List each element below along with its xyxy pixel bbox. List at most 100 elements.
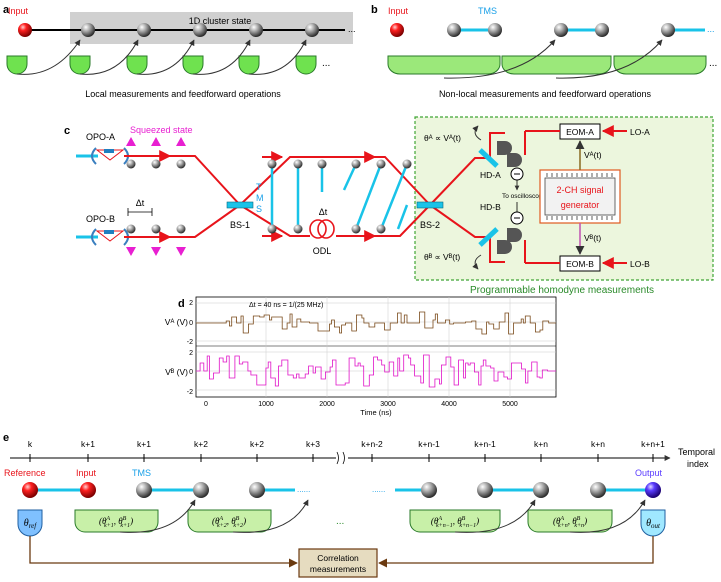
xticks: 0 1000 2000 3000 4000 5000	[204, 401, 518, 408]
panel-a-caption: Local measurements and feedforward opera…	[85, 89, 281, 99]
cluster-mode	[137, 23, 151, 37]
hd-b-beamsplitter	[478, 227, 499, 247]
svg-text:0: 0	[189, 320, 193, 327]
photodetectors	[497, 141, 522, 254]
detector-ellipsis-b: ...	[709, 58, 717, 69]
panel-a: a Input 1D cluster state ... ...	[3, 4, 356, 99]
input-mode-a	[18, 23, 32, 37]
tms-vertical-label: T M S	[256, 182, 264, 214]
axis-ticks	[29, 454, 654, 462]
svg-text:k+n-1: k+n-1	[418, 439, 440, 449]
detector-icon	[126, 55, 148, 75]
correlation-box	[298, 548, 378, 578]
local-detectors	[6, 55, 317, 75]
cluster-ellipsis: ...	[348, 24, 356, 34]
panel-d: d Δt = 40 ns = 1/(25 MHz) Vᴬ (V) Vᴮ (V) …	[165, 296, 557, 417]
cluster-mode	[193, 23, 207, 37]
correlation-label-1: Correlation	[317, 553, 359, 563]
chip-pins	[546, 173, 613, 220]
ylabel-vb: Vᴮ (V)	[165, 367, 188, 377]
theta-out-detector	[640, 509, 666, 537]
cluster-state-label: 1D cluster state	[189, 16, 252, 26]
detector-icon	[69, 55, 91, 75]
theta-b-label: θᴮ ∝ Vᴮ(t)	[424, 252, 460, 262]
bs2-label: BS-2	[420, 220, 440, 230]
squeezed-state-label: Squeezed state	[130, 125, 193, 135]
detector-icon	[613, 55, 707, 75]
svg-text:S: S	[256, 204, 262, 214]
odl-label: ODL	[313, 246, 332, 256]
generator-label-1: 2-CH signal	[556, 185, 603, 195]
delta-t-note: Δt = 40 ns = 1/(25 MHz)	[249, 302, 323, 309]
detector-icon	[6, 55, 28, 75]
dots-right: ......	[372, 485, 385, 494]
bs1-label: BS-1	[230, 220, 250, 230]
bs1-icon	[226, 201, 254, 209]
detector-icon	[182, 55, 204, 75]
output-mode	[645, 482, 661, 498]
svg-text:k+1: k+1	[81, 439, 95, 449]
dots-mid: ...	[336, 516, 344, 527]
theta-ref-detector	[17, 509, 43, 537]
hd-b-label: HD-B	[480, 202, 501, 212]
svg-text:0: 0	[204, 401, 208, 408]
svg-text:0: 0	[189, 369, 193, 376]
theta-a-label: θᴬ ∝ Vᴬ(t)	[424, 133, 461, 143]
input-modes-c	[126, 159, 186, 234]
tms-label-e: TMS	[132, 468, 151, 478]
measurement-boxes	[74, 509, 613, 533]
svg-text:k: k	[28, 439, 33, 449]
photodiode-icon	[497, 141, 512, 155]
opo-b-label: OPO-B	[86, 214, 115, 224]
svg-text:k+n-2: k+n-2	[361, 439, 383, 449]
feedforward-arrows-e	[119, 499, 646, 533]
mode-e	[193, 482, 209, 498]
cluster-mode	[81, 23, 95, 37]
svg-text:M: M	[256, 193, 264, 203]
mode-e	[590, 482, 606, 498]
panel-d-letter: d	[178, 298, 185, 310]
detector-icon	[295, 55, 317, 75]
cluster-mode	[305, 23, 319, 37]
odl-coil	[309, 219, 335, 239]
plot-frame	[195, 296, 557, 398]
hd-a-label: HD-A	[480, 170, 501, 180]
measurement-box	[187, 509, 272, 533]
output-label: Output	[635, 468, 663, 478]
opo-b-icon	[76, 228, 129, 246]
detector-icon	[387, 55, 501, 75]
rotation-arrow-b	[472, 254, 482, 270]
nonlocal-detectors	[387, 55, 707, 75]
ylabel-va: Vᴬ (V)	[165, 317, 188, 327]
to-oscilloscope-label: To oscilloscope	[502, 193, 546, 200]
modes-after-bs1	[267, 159, 327, 234]
svg-text:-2: -2	[187, 339, 193, 346]
panel-e: e k k+1 k+1 k+2 k+2 k+3 k+n-2 k+n-1 k+n-…	[3, 432, 715, 578]
photodiode-icon	[497, 240, 512, 254]
lo-b-label: LO-B	[630, 259, 650, 269]
mode-b	[661, 23, 675, 37]
mode-e	[421, 482, 437, 498]
modes-after-odl	[351, 159, 412, 234]
svg-text:2: 2	[189, 300, 193, 307]
plot-grid	[196, 297, 556, 397]
opo-a-icon	[76, 147, 129, 165]
svg-text:2: 2	[189, 350, 193, 357]
trace-va	[196, 311, 556, 335]
reference-label: Reference	[4, 468, 46, 478]
squeezed-triangles	[126, 137, 186, 256]
photodiode-icon	[507, 153, 522, 167]
svg-text:k+n+1: k+n+1	[641, 439, 665, 449]
svg-text:k+2: k+2	[194, 439, 208, 449]
panel-b-letter: b	[371, 4, 378, 16]
mode-b	[595, 23, 609, 37]
opo-a-label: OPO-A	[86, 132, 115, 142]
va-label: Vᴬ(t)	[584, 150, 602, 160]
cluster-mode	[249, 23, 263, 37]
panel-a-letter: a	[3, 4, 10, 16]
svg-text:1000: 1000	[258, 401, 274, 408]
lo-beams	[524, 125, 627, 269]
hd-a-beamsplitter	[478, 148, 499, 168]
